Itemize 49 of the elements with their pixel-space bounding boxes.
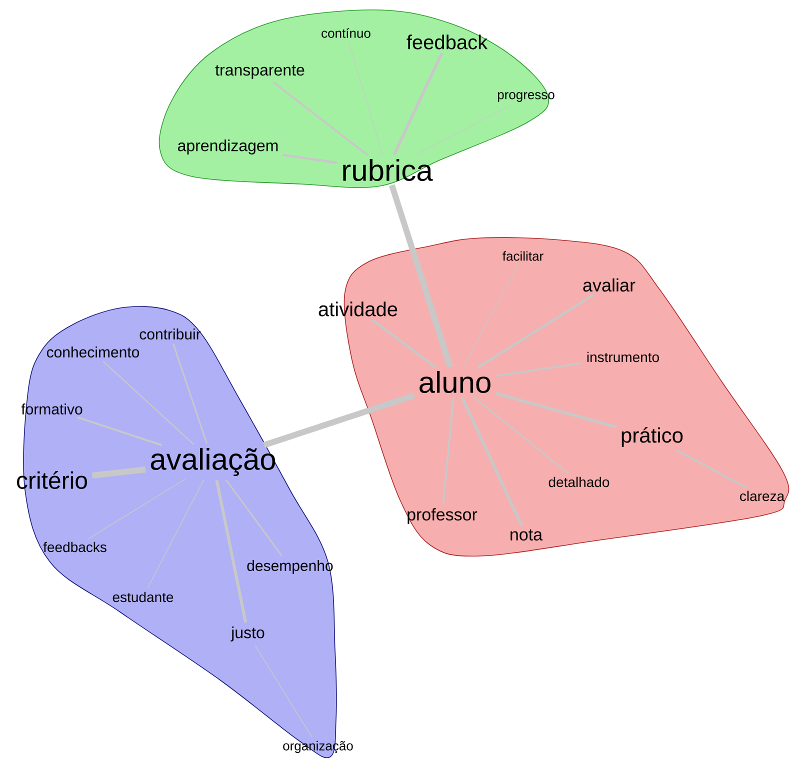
edge-line [147, 480, 204, 588]
word-label: justo [230, 626, 264, 642]
edge-line [272, 81, 369, 156]
edge-line [226, 479, 283, 557]
edge-line [348, 42, 383, 156]
word-label: facilitar [502, 251, 544, 261]
word-label: detalhado [548, 476, 610, 488]
word-label: desempenho [247, 560, 333, 574]
edge-line [254, 644, 312, 738]
word-label: avaliação [150, 448, 276, 476]
word-label: atividade [318, 302, 398, 316]
edge-line [392, 52, 444, 156]
edge-line [388, 184, 454, 368]
edge-line [472, 396, 569, 474]
edge-line [462, 264, 519, 368]
edge-line [372, 318, 437, 369]
word-label: critério [17, 471, 87, 489]
edge-line [676, 449, 748, 489]
word-label: conhecimento [46, 346, 140, 358]
word-label: clareza [740, 490, 785, 502]
word-label: feedbacks [43, 542, 106, 552]
edge-line [282, 154, 338, 164]
word-label: instrumento [587, 352, 659, 362]
word-label: aprendizagem [178, 140, 278, 154]
word-label: progresso [498, 92, 554, 102]
edge-line [442, 397, 455, 504]
edge-line [477, 294, 594, 369]
edge-line [92, 466, 146, 478]
edge-line [102, 360, 194, 445]
word-label: estudante [112, 592, 174, 602]
edge-line [172, 343, 208, 444]
word-label: contribuir [140, 328, 201, 340]
word-label: prático [622, 427, 683, 447]
word-label: rubrica [343, 158, 433, 182]
word-label: avaliar [583, 278, 636, 292]
edge-line [88, 478, 186, 539]
word-label: formativo [21, 404, 82, 414]
edge-line [496, 362, 582, 377]
word-label: feedback [406, 34, 488, 50]
edge-line [77, 416, 162, 446]
word-label: aluno [420, 370, 490, 394]
edge-line [495, 392, 617, 428]
edge-line [414, 104, 512, 156]
word-label: professor [408, 508, 478, 524]
word-label: contínuo [322, 28, 370, 38]
edge-line [460, 396, 523, 526]
word-label: transparente [215, 65, 304, 79]
word-label: nota [510, 529, 543, 541]
edge-line [215, 480, 248, 623]
